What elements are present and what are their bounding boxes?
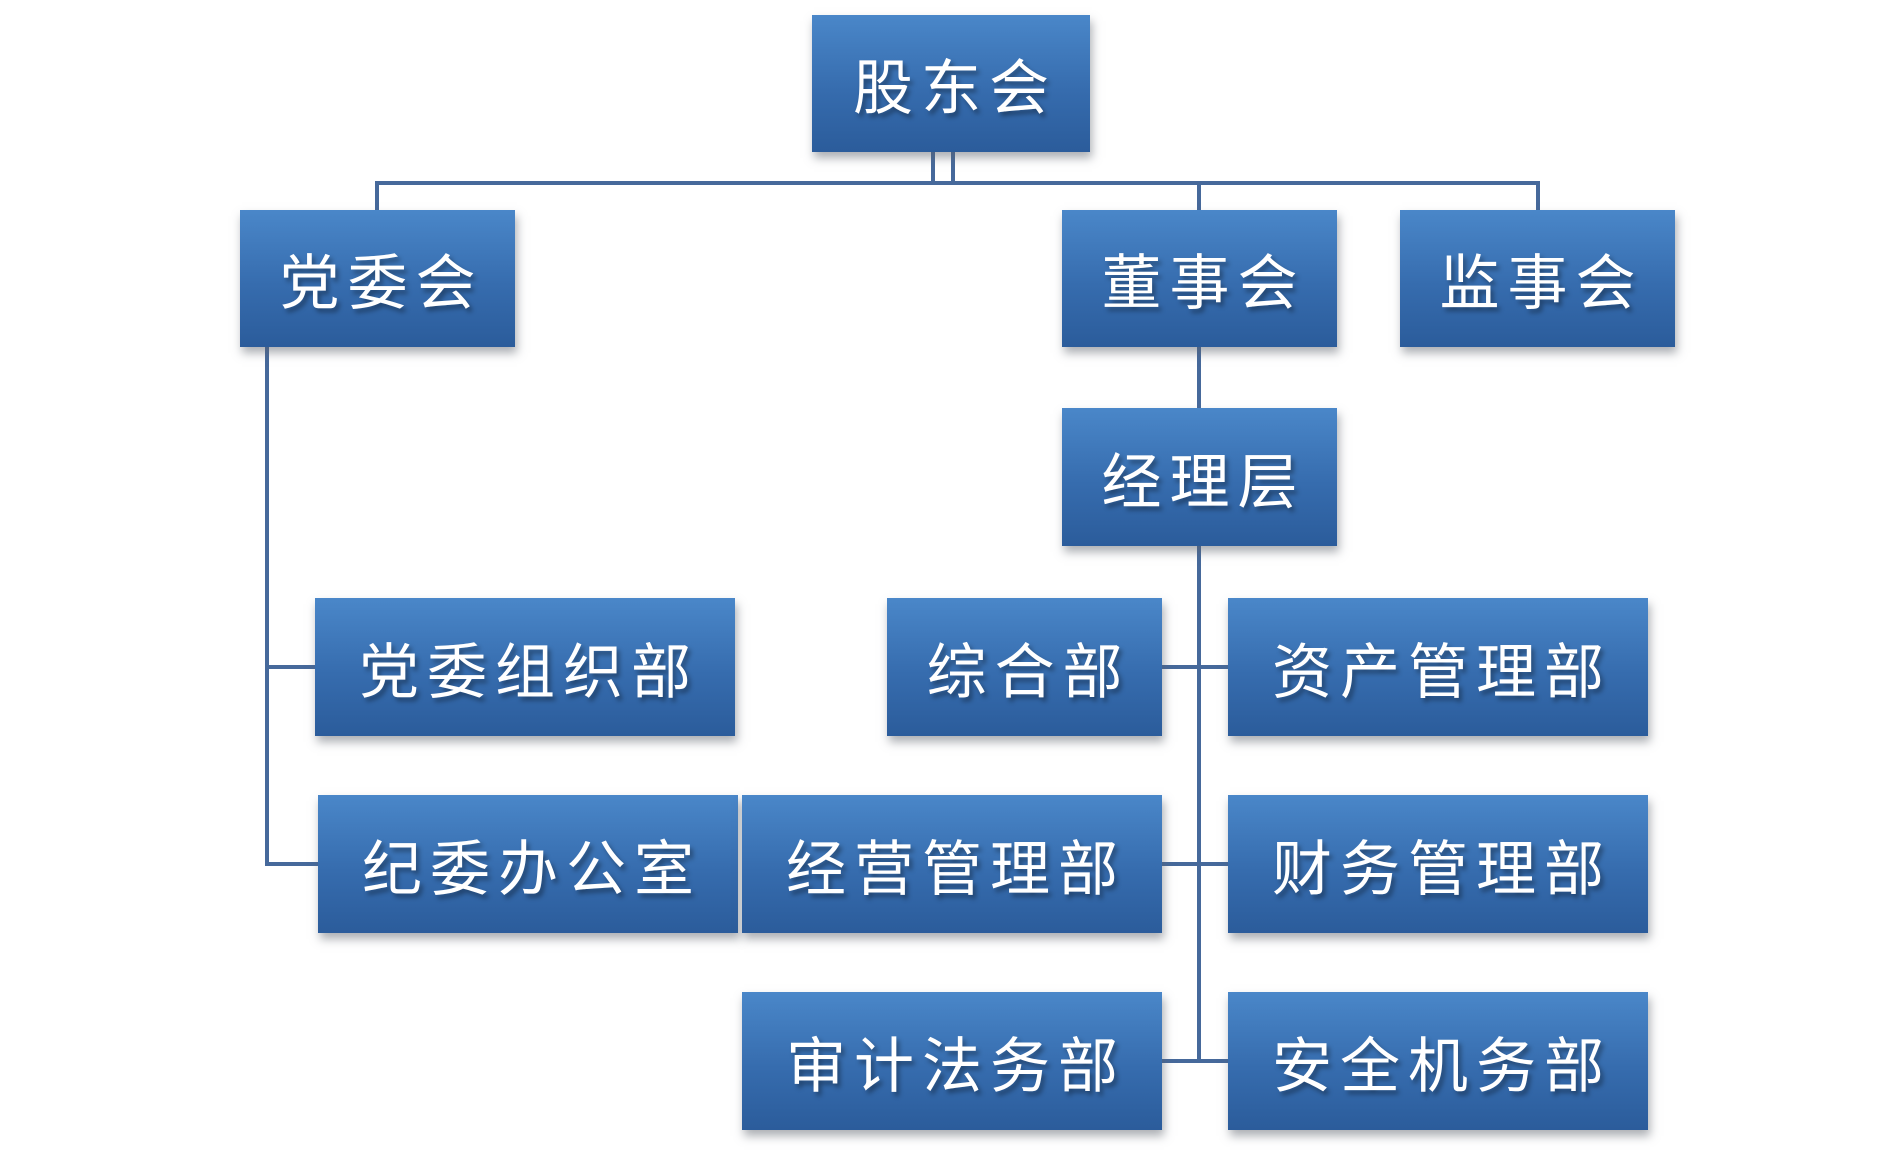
node-operation-management-dept: 经营管理部: [742, 795, 1162, 933]
node-general-dept: 综合部: [887, 598, 1162, 736]
node-safety-aircraft-dept: 安全机务部: [1228, 992, 1648, 1130]
connector-board-to-management: [1197, 345, 1201, 408]
node-label: 财务管理部: [1272, 836, 1612, 903]
node-discipline-committee-office: 纪委办公室: [318, 795, 738, 933]
node-board-of-directors: 董事会: [1062, 210, 1337, 347]
connector-drop-board-of-directors: [1197, 183, 1201, 212]
connector-elbow-discipline-office: [267, 862, 320, 866]
node-label: 党委组织部: [359, 639, 699, 706]
node-label: 综合部: [926, 639, 1131, 706]
node-label: 党委会: [279, 251, 484, 317]
node-label: 股东会: [853, 56, 1057, 122]
node-label: 安全机务部: [1272, 1033, 1612, 1100]
connector-stub-row2: [1160, 862, 1230, 866]
node-label: 纪委办公室: [362, 836, 702, 903]
connector-shareholders-stub-right: [951, 150, 955, 185]
node-label: 经营管理部: [786, 836, 1126, 903]
node-shareholders-meeting: 股东会: [812, 15, 1090, 152]
connector-party-hang-line: [265, 345, 269, 866]
node-asset-management-dept: 资产管理部: [1228, 598, 1648, 736]
node-label: 审计法务部: [786, 1033, 1126, 1100]
connector-stub-row3: [1160, 1059, 1230, 1063]
node-audit-legal-dept: 审计法务部: [742, 992, 1162, 1130]
node-finance-management-dept: 财务管理部: [1228, 795, 1648, 933]
node-label: 资产管理部: [1272, 639, 1612, 706]
node-label: 监事会: [1439, 251, 1644, 317]
node-label: 董事会: [1101, 251, 1306, 317]
node-party-committee: 党委会: [240, 210, 515, 347]
connector-stub-row1: [1160, 665, 1230, 669]
node-party-organization-dept: 党委组织部: [315, 598, 735, 736]
node-management-level: 经理层: [1062, 408, 1337, 546]
node-label: 经理层: [1101, 449, 1306, 516]
connector-drop-party-committee: [375, 183, 379, 212]
connector-stub-party-organization: [267, 665, 317, 669]
connector-management-trunk: [1197, 544, 1201, 1063]
connector-top-bus: [375, 181, 1540, 185]
connector-drop-supervisory-board: [1536, 183, 1540, 212]
node-supervisory-board: 监事会: [1400, 210, 1675, 347]
connector-shareholders-stub-left: [931, 150, 935, 185]
